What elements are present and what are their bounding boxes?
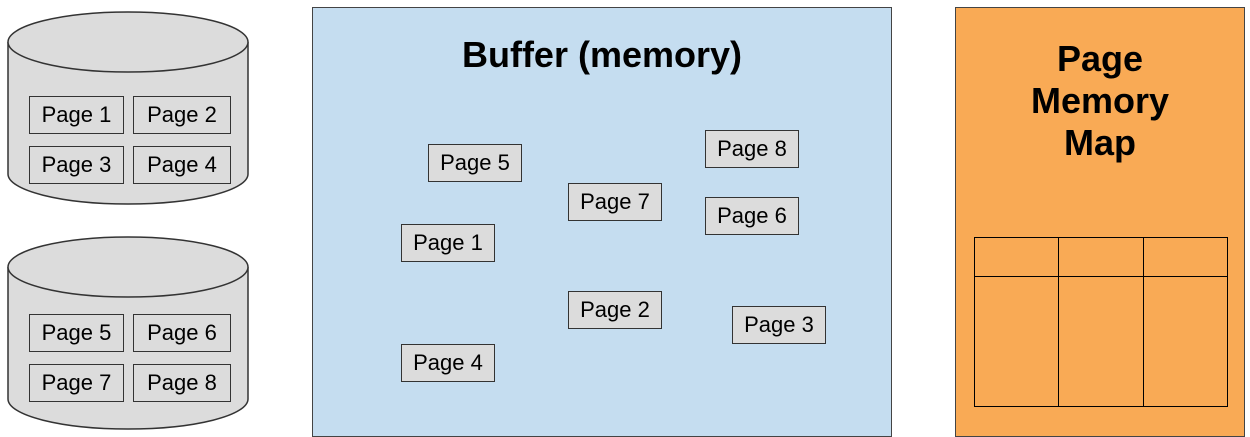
pmm-title-line-1: Page (1056, 38, 1144, 79)
memory-map-cell (1142, 276, 1229, 407)
buffer-title: Buffer (memory) (461, 34, 743, 75)
disk-2-page-5: Page 5 (29, 314, 124, 352)
buffer-page-6: Page 6 (705, 197, 799, 235)
memory-map-row (973, 276, 1229, 407)
memory-map-header-row (973, 237, 1229, 277)
disk-1-page-1: Page 1 (29, 96, 124, 134)
disk-1-page-4: Page 4 (133, 146, 231, 184)
page-memory-map-title: Page Memory Map (956, 38, 1244, 164)
page-memory-map-panel: Page Memory Map (955, 7, 1245, 437)
disk-1-page-3: Page 3 (29, 146, 124, 184)
buffer-panel: Buffer (memory) (312, 7, 892, 437)
memory-map-cell (1058, 276, 1144, 407)
memory-map-cell (973, 237, 1060, 277)
disk-2-page-7: Page 7 (29, 364, 124, 402)
memory-map-cell (1142, 237, 1229, 277)
pmm-title-line-2: Memory (1030, 80, 1170, 121)
buffer-page-4: Page 4 (401, 344, 495, 382)
memory-map-table (973, 237, 1229, 407)
memory-map-cell (1058, 237, 1144, 277)
disk-2-page-8: Page 8 (133, 364, 231, 402)
pmm-title-line-3: Map (1064, 122, 1136, 163)
buffer-page-8: Page 8 (705, 130, 799, 168)
disk-2-page-6: Page 6 (133, 314, 231, 352)
buffer-page-2: Page 2 (568, 291, 662, 329)
memory-map-cell (973, 276, 1060, 407)
buffer-page-3: Page 3 (732, 306, 826, 344)
buffer-page-7: Page 7 (568, 183, 662, 221)
buffer-page-5: Page 5 (428, 144, 522, 182)
disk-1-page-2: Page 2 (133, 96, 231, 134)
buffer-page-1: Page 1 (401, 224, 495, 262)
